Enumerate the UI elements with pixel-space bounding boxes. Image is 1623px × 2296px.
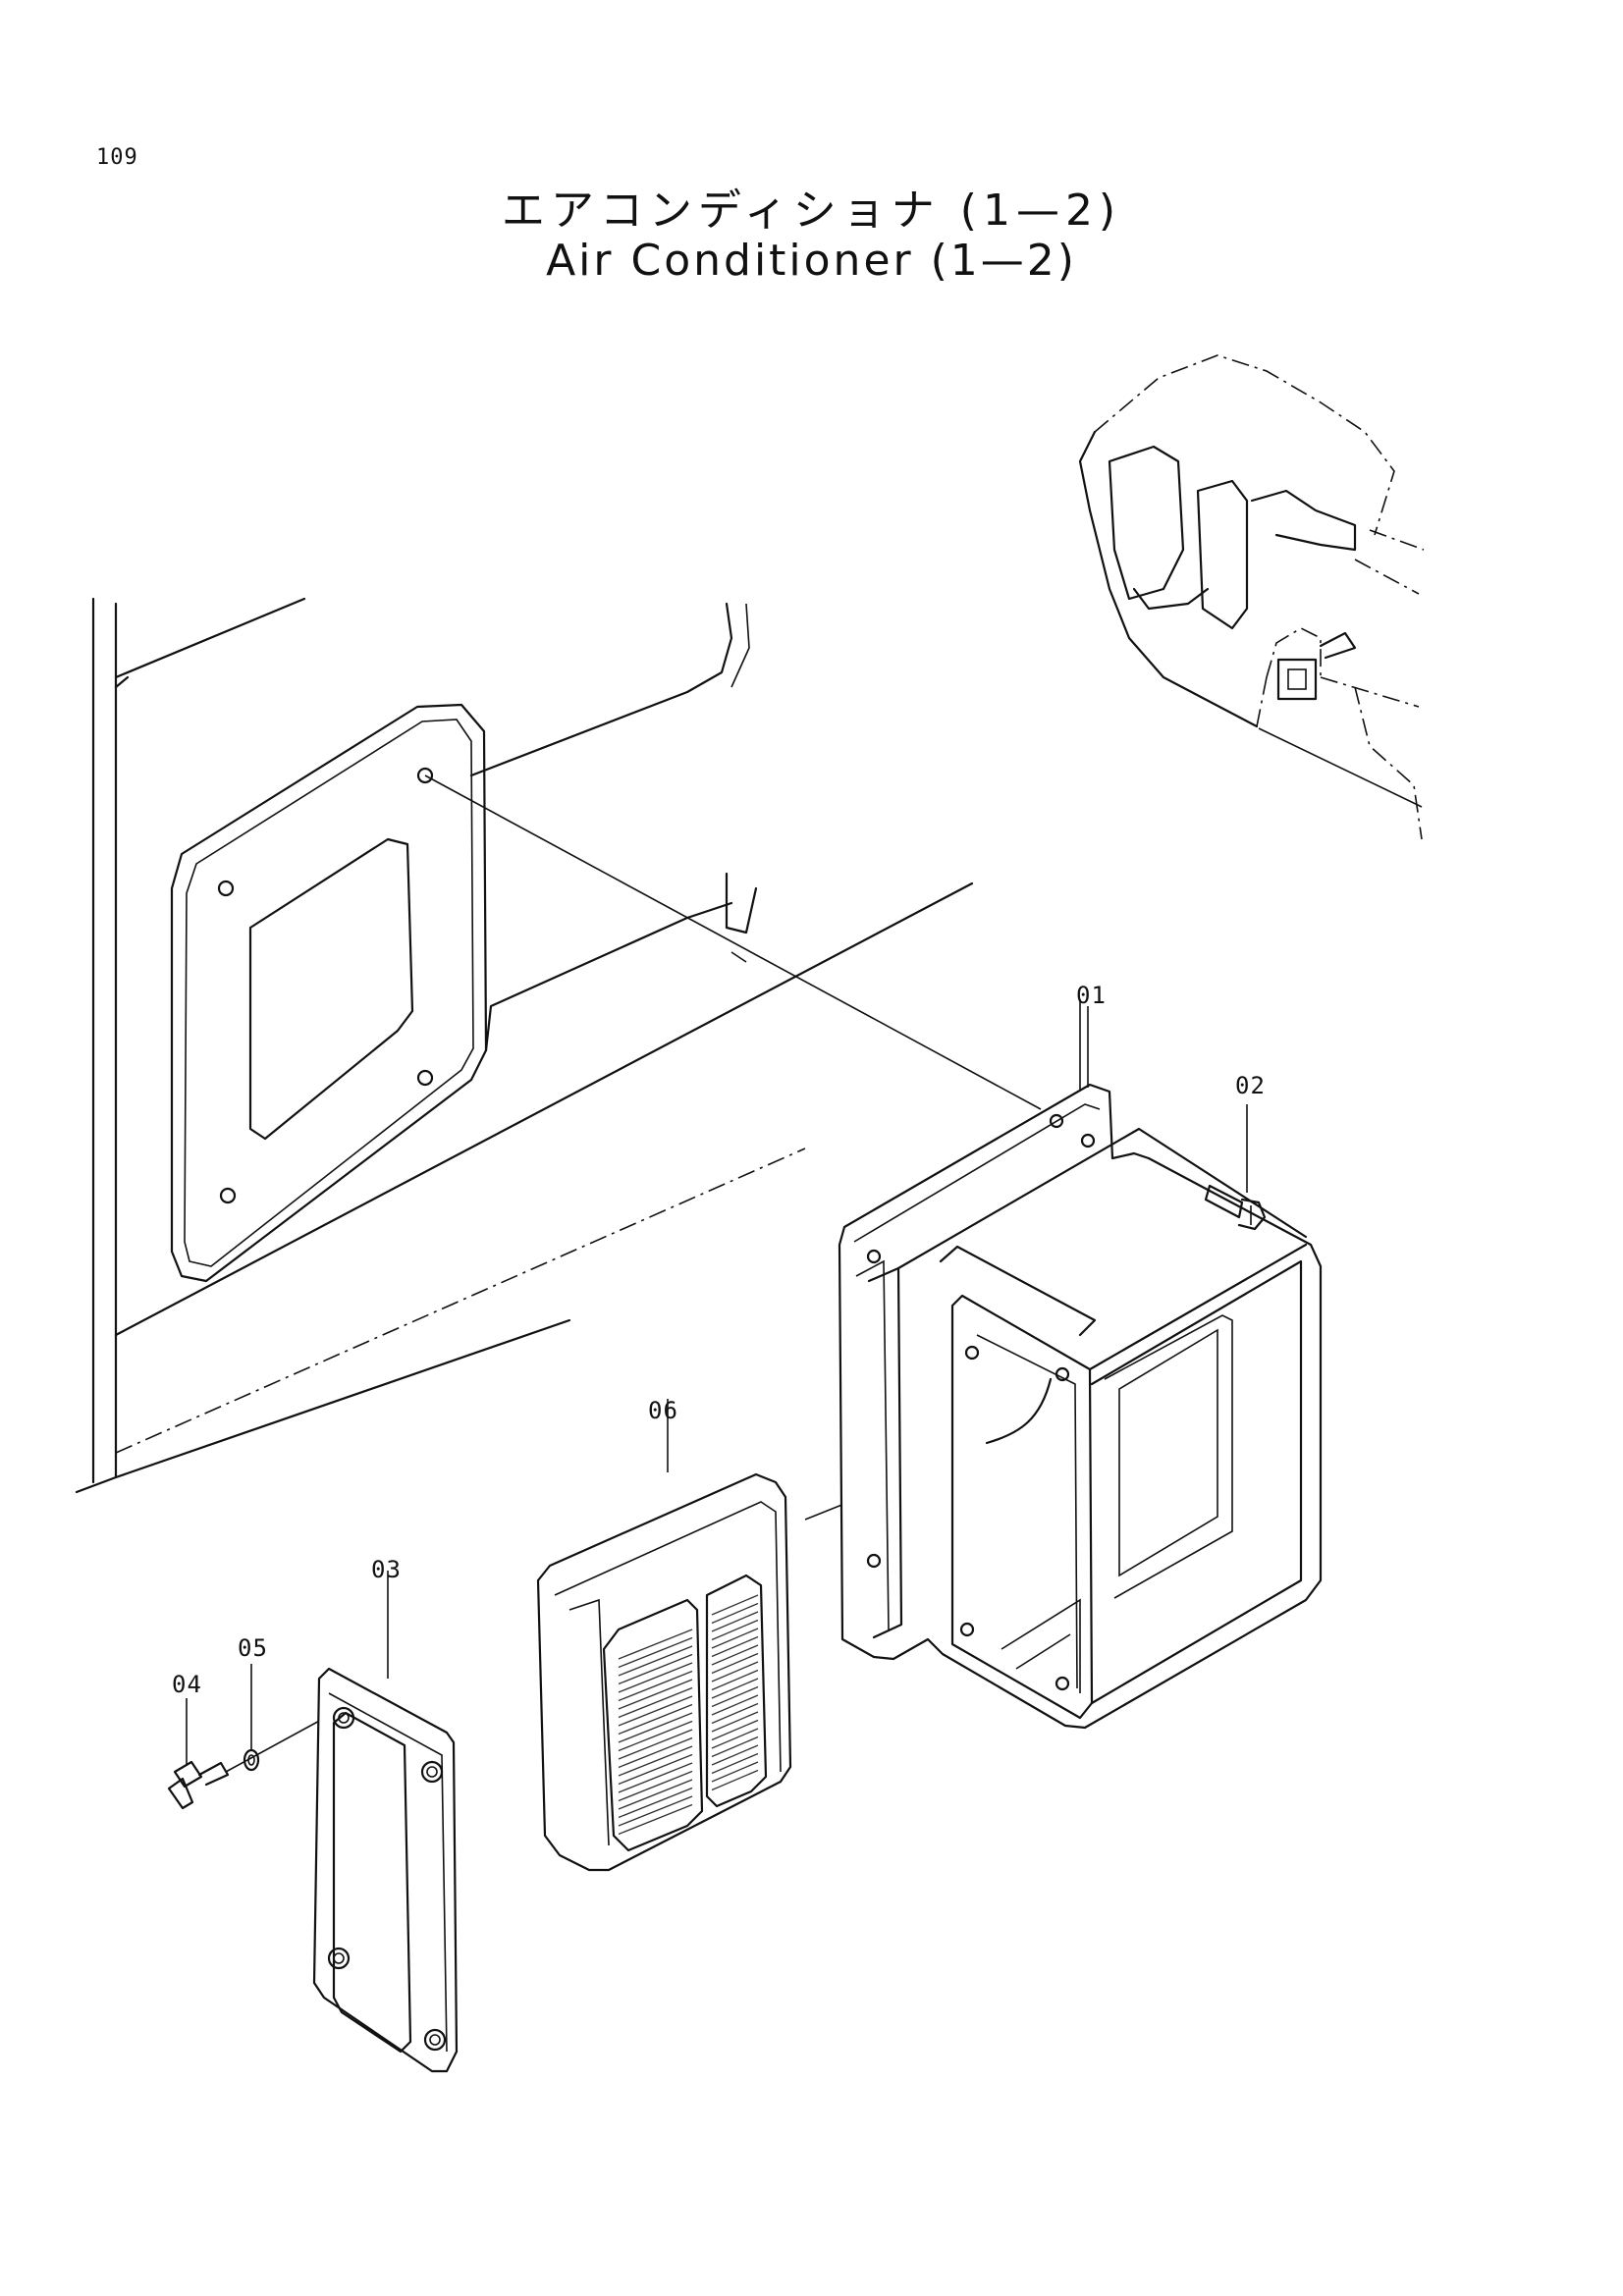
part-06-filter (536, 1399, 792, 1872)
filter-slat (711, 1719, 759, 1741)
filter-slat (618, 1629, 693, 1660)
alignment-line-01 (424, 774, 1042, 1110)
title-japanese: エアコンディショナ (1—2) (501, 186, 1122, 236)
filter-slat (618, 1695, 693, 1727)
callout-06: 06 (648, 1397, 678, 1424)
filter-slat (618, 1779, 693, 1810)
filter-slat (711, 1744, 759, 1766)
filter-slat (618, 1720, 693, 1752)
filter-slat (711, 1602, 759, 1625)
filter-slat (711, 1711, 759, 1733)
filter-slat (711, 1652, 759, 1675)
filter-slat (711, 1644, 759, 1666)
cab-overview-illustration (1078, 354, 1425, 840)
callout-02: 02 (1235, 1072, 1266, 1099)
filter-slat (618, 1787, 693, 1819)
filter-slat (711, 1752, 759, 1775)
filter-slat (618, 1795, 693, 1827)
filter-slat (618, 1762, 693, 1793)
filter-slat (618, 1736, 693, 1769)
cab-wall-panel (75, 597, 974, 1494)
page-number: 109 (96, 145, 138, 170)
filter-slat (711, 1669, 759, 1691)
part-03-cover (312, 1571, 459, 2073)
callout-05: 05 (238, 1634, 268, 1662)
part-02-bolt (1204, 1104, 1267, 1231)
filter-slat (711, 1694, 759, 1716)
filter-slat (618, 1803, 693, 1836)
filter-slat (618, 1703, 693, 1735)
filter-slat (618, 1753, 693, 1786)
filter-slat (711, 1661, 759, 1682)
filter-slat (711, 1619, 759, 1641)
part-04-wing-bolt (167, 1698, 230, 1810)
filter-slat (618, 1653, 693, 1685)
part-05-washer (243, 1664, 260, 1772)
filter-slat (711, 1594, 759, 1616)
filter-slat (618, 1662, 693, 1693)
filter-slat (711, 1678, 759, 1699)
filter-slat (618, 1712, 693, 1743)
callout-01: 01 (1076, 982, 1107, 1009)
title-english: Air Conditioner (1—2) (546, 236, 1077, 286)
filter-slat (711, 1728, 759, 1749)
filter-slat (618, 1679, 693, 1710)
filter-slat (711, 1761, 759, 1783)
filter-slat (618, 1770, 693, 1802)
filter-slat (711, 1611, 759, 1632)
filter-slat (618, 1745, 693, 1777)
filter-slat (711, 1769, 759, 1791)
part-01-duct-housing (838, 999, 1323, 1730)
filter-slat (618, 1729, 693, 1760)
filter-slat (711, 1685, 759, 1708)
callout-03: 03 (371, 1556, 402, 1583)
callout-04: 04 (172, 1671, 202, 1698)
filter-slat (711, 1635, 759, 1658)
filter-slat (618, 1686, 693, 1719)
filter-slat (711, 1628, 759, 1649)
filter-slat (618, 1670, 693, 1702)
filter-slat (711, 1735, 759, 1758)
filter-slat (711, 1702, 759, 1725)
filter-slat (618, 1645, 693, 1677)
filter-slat (618, 1636, 693, 1669)
